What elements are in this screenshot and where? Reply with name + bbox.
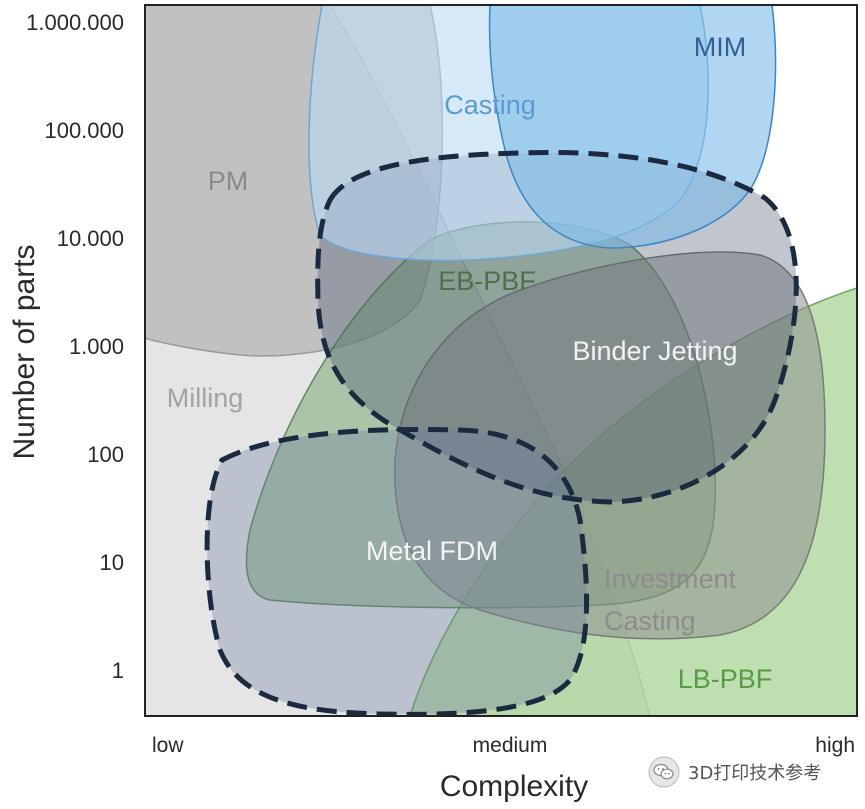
binder-jetting-outline bbox=[315, 150, 799, 505]
y-tick-label: 10.000 bbox=[57, 226, 124, 251]
x-tick-label: high bbox=[815, 734, 855, 757]
region-mim bbox=[488, 5, 777, 249]
x-axis-ticks: low medium high bbox=[152, 734, 855, 757]
y-tick-label: 100.000 bbox=[44, 118, 124, 143]
region-label-eb-pbf: EB-PBF bbox=[438, 266, 536, 296]
region-label-metal-fdm: Metal FDM bbox=[366, 536, 498, 566]
x-tick-label: medium bbox=[473, 734, 548, 757]
region-label-lb-pbf: LB-PBF bbox=[678, 664, 773, 694]
region-metal-fdm bbox=[207, 429, 587, 715]
region-label-milling: Milling bbox=[167, 383, 244, 413]
y-tick-label: 1 bbox=[112, 658, 124, 683]
y-axis-ticks: 1.000.000 100.000 10.000 1.000 100 10 1 bbox=[26, 10, 124, 683]
watermark-text: 3D打印技术参考 bbox=[688, 763, 822, 784]
region-label-casting: Casting bbox=[444, 90, 536, 120]
region-label-pm: PM bbox=[208, 166, 249, 196]
y-tick-label: 1.000.000 bbox=[26, 10, 124, 35]
plot-regions bbox=[145, 5, 857, 716]
region-label-binder-jetting: Binder Jetting bbox=[572, 336, 737, 366]
region-label-mim: MIM bbox=[694, 32, 746, 62]
x-tick-label: low bbox=[152, 734, 184, 757]
y-axis-title: Number of parts bbox=[8, 244, 41, 459]
region-labels: PM Milling Casting MIM EB-PBF Binder JettingI… bbox=[167, 32, 773, 694]
y-tick-label: 1.000 bbox=[69, 334, 124, 359]
wechat-icon bbox=[648, 756, 680, 788]
watermark: 3D打印技术参考 bbox=[648, 752, 821, 792]
region-investment-casting bbox=[394, 251, 826, 640]
x-axis-title: Complexity bbox=[440, 770, 588, 803]
metal-fdm-outline bbox=[204, 426, 590, 716]
y-tick-label: 100 bbox=[87, 442, 124, 467]
plot-frame bbox=[144, 4, 858, 717]
y-tick-label: 10 bbox=[100, 550, 124, 575]
